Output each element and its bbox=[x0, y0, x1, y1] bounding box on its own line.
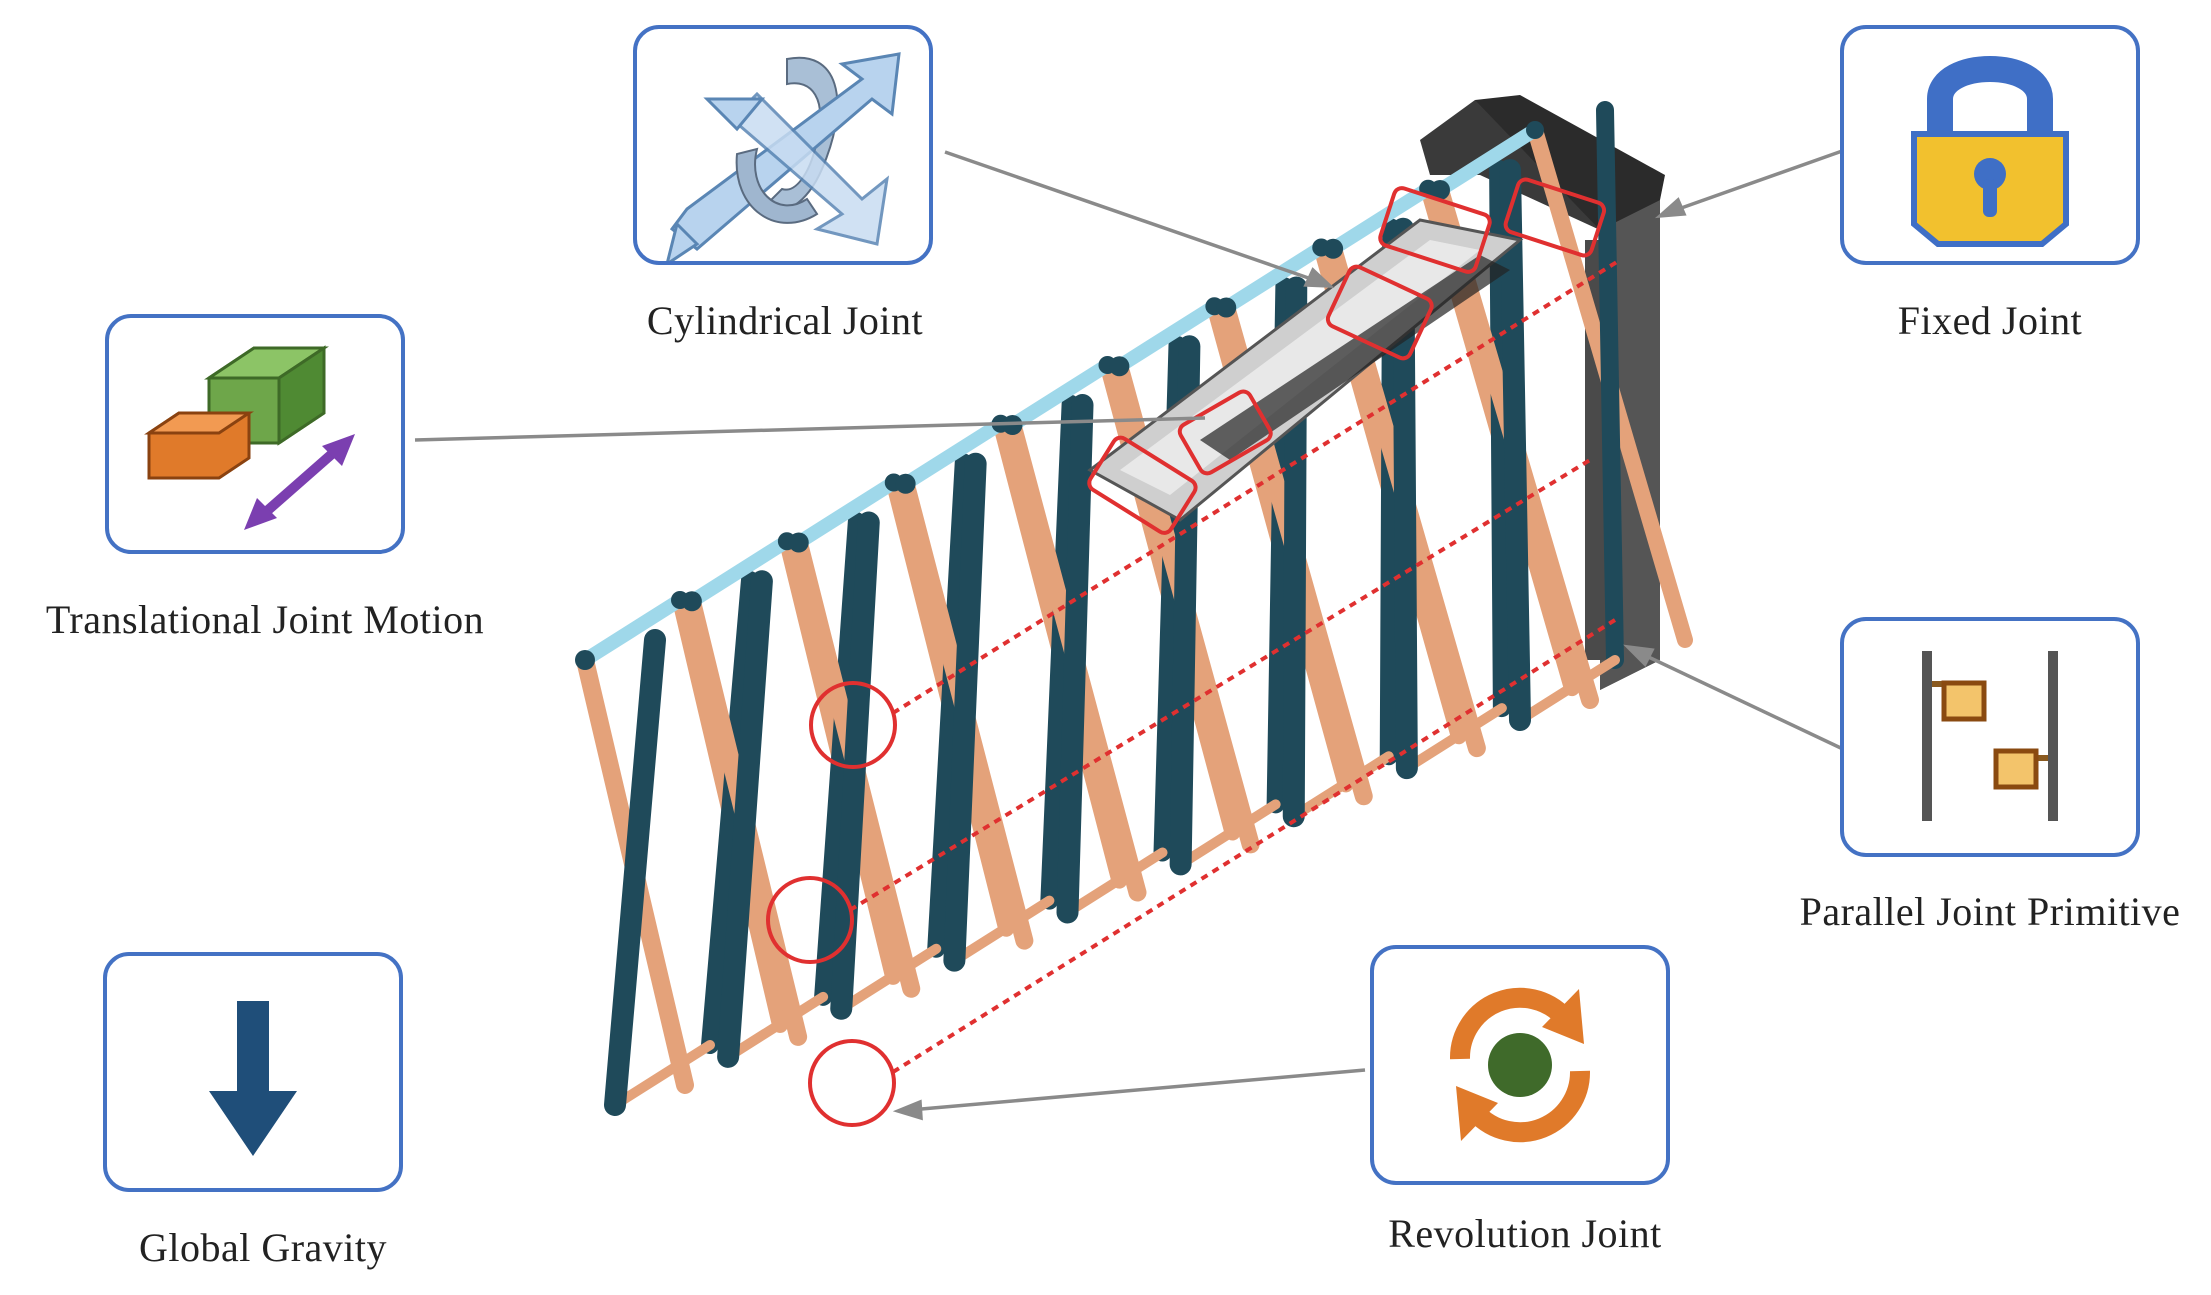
cross-rod bbox=[1401, 703, 1507, 774]
scissor-arm-dark bbox=[701, 571, 759, 1054]
cross-rod bbox=[1112, 299, 1222, 374]
scissor-arm-dark bbox=[927, 453, 973, 958]
cylindrical-joint-icon bbox=[666, 52, 901, 261]
rotation-arrows-icon bbox=[1449, 987, 1591, 1143]
pivot-joint bbox=[681, 591, 702, 612]
revolution-joint-box bbox=[1370, 945, 1670, 1185]
pivot-joint bbox=[1323, 238, 1344, 259]
cross-rod bbox=[684, 534, 794, 609]
pivot-joint bbox=[1216, 297, 1237, 318]
scissor-arm-dark bbox=[1056, 394, 1094, 924]
cross-rod bbox=[836, 943, 942, 1014]
cross-rod bbox=[1005, 358, 1115, 432]
scissor-arm-dark bbox=[1596, 101, 1624, 669]
revolution-highlight-1 bbox=[809, 681, 897, 769]
joint-highlights bbox=[766, 177, 1622, 1127]
pivot-joint bbox=[575, 650, 595, 670]
scissor-arm-dark bbox=[604, 629, 666, 1116]
revolution-leader bbox=[909, 1068, 1366, 1112]
scissor-arm-dark bbox=[943, 452, 987, 972]
pivot-joint bbox=[1109, 356, 1130, 377]
leader-lines bbox=[414, 148, 1846, 1121]
global-gravity-label: Global Gravity bbox=[138, 1225, 388, 1270]
revolution-highlight-2 bbox=[766, 876, 854, 964]
scissor-arm-dark bbox=[814, 512, 866, 1006]
parallel-leader bbox=[1637, 650, 1846, 752]
cross-rod bbox=[949, 895, 1055, 966]
fixed-joint-box bbox=[1840, 25, 2140, 265]
cross-rod bbox=[1433, 123, 1542, 197]
pivot-joint bbox=[788, 532, 809, 553]
fixed-joint-label: Fixed Joint bbox=[1897, 298, 2083, 343]
padlock-icon bbox=[1911, 56, 2069, 247]
cross-rod bbox=[1288, 751, 1394, 822]
cross-rod bbox=[1515, 655, 1620, 725]
cross-rods bbox=[578, 123, 1620, 1110]
parallel-joint-label: Parallel Joint Primitive bbox=[1799, 889, 2181, 934]
scissor-arm-dark bbox=[717, 570, 773, 1068]
cross-rod bbox=[1175, 799, 1281, 870]
cross-rod bbox=[898, 416, 1008, 491]
pivot-joint bbox=[1526, 121, 1544, 139]
cross-rod bbox=[723, 991, 829, 1062]
parallel-joint-icon bbox=[1922, 651, 2058, 821]
translational-joint-icon bbox=[144, 345, 355, 530]
scissor-arm-dark bbox=[1040, 394, 1080, 910]
cross-rod bbox=[1219, 240, 1329, 315]
parallel-joint-box bbox=[1840, 617, 2140, 857]
cross-rod bbox=[610, 1040, 715, 1110]
revolution-highlight-3 bbox=[808, 1039, 896, 1127]
cross-rod bbox=[791, 475, 901, 550]
pivot-joint bbox=[1430, 180, 1450, 200]
fixed-leader bbox=[1669, 148, 1846, 214]
scissor-arm-dark bbox=[1499, 159, 1531, 731]
cylindrical-joint-label: Cylindrical Joint bbox=[646, 298, 924, 343]
cross-rod bbox=[1326, 181, 1436, 256]
cross-rod bbox=[578, 593, 687, 667]
global-gravity-box bbox=[103, 952, 403, 1192]
cylindrical-leader bbox=[944, 150, 1321, 284]
revolution-joint-label: Revolution Joint bbox=[1388, 1211, 1662, 1256]
translational-joint-label: Translational Joint Motion bbox=[45, 597, 485, 642]
translational-joint-box bbox=[105, 314, 405, 554]
down-arrow-icon bbox=[209, 1001, 297, 1156]
cross-rod bbox=[1062, 847, 1168, 918]
translational-leader bbox=[414, 416, 1206, 442]
cylindrical-joint-box bbox=[633, 25, 933, 265]
pivot-joint bbox=[895, 473, 916, 494]
